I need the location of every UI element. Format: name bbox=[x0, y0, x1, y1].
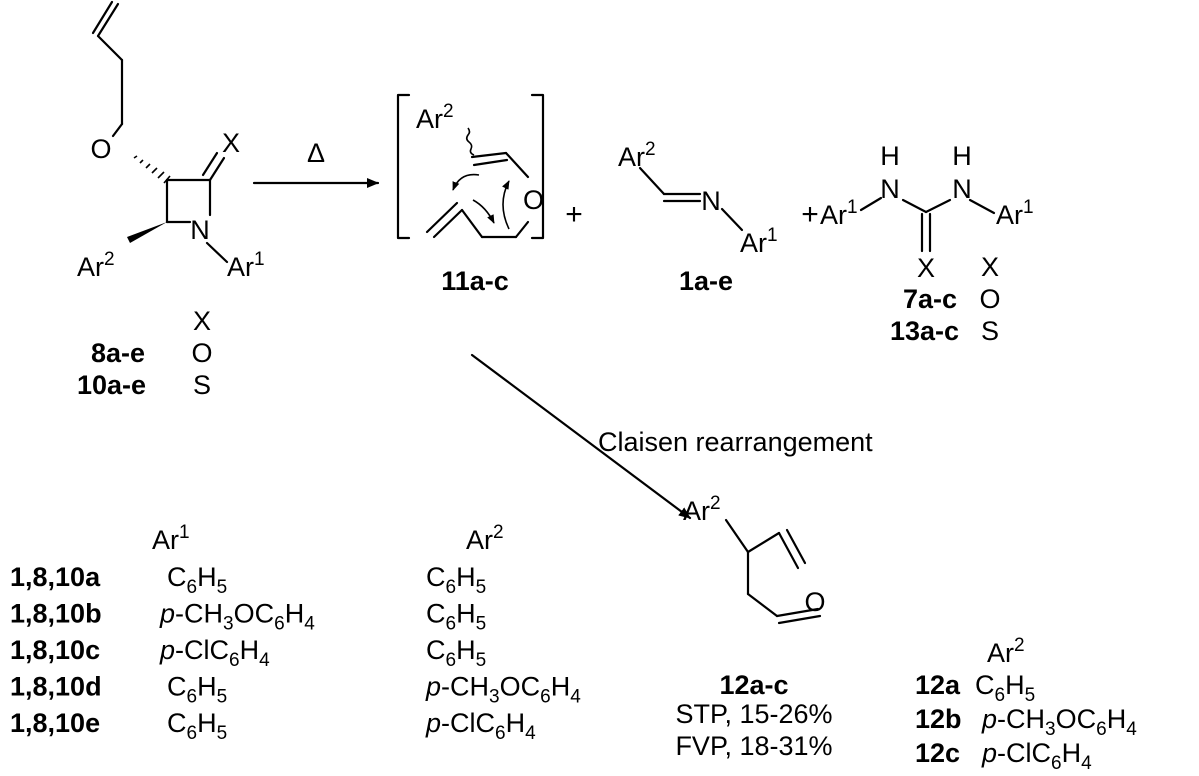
urea-x-label: X bbox=[917, 253, 935, 283]
compound-8-x-value: O bbox=[191, 338, 212, 368]
product-substituent-table: Ar2 12a C6H5 12b p-CH3OC6H4 12c p-ClC6H4 bbox=[915, 635, 1137, 774]
substituent-ar1-value: C6H5 bbox=[167, 562, 227, 598]
product-ar2-value: p-ClC6H4 bbox=[981, 738, 1092, 774]
substituent-ar1-value: C6H5 bbox=[167, 672, 227, 708]
substituent-ar2-value: p-ClC6H4 bbox=[425, 708, 536, 744]
compound-label-7a-c: 7a-c bbox=[903, 284, 957, 314]
claisen-label: Claisen rearrangement bbox=[598, 427, 873, 457]
plus-sign-1: + bbox=[565, 198, 583, 231]
compound-10-x-value: S bbox=[193, 370, 211, 400]
plus-sign-2: + bbox=[801, 198, 819, 231]
substituent-ar1-value: C6H5 bbox=[167, 708, 227, 744]
start-nitrogen-label: N bbox=[190, 215, 210, 245]
start-oxygen-label: O bbox=[90, 134, 111, 164]
urea-structure: H N H N X Ar1 Ar1 bbox=[820, 141, 1034, 283]
substituent-row-label: 1,8,10b bbox=[10, 599, 102, 629]
urea-table-header: X bbox=[981, 252, 999, 282]
compound-label-8a-e: 8a-e bbox=[91, 338, 145, 368]
compound-label-10a-e: 10a-e bbox=[77, 370, 146, 400]
substituent-ar1-value: p-CH3OC6H4 bbox=[159, 599, 315, 635]
intermediate-ar2-label: Ar2 bbox=[416, 101, 454, 134]
product-ar2-value: p-CH3OC6H4 bbox=[981, 704, 1137, 740]
imine-structure: Ar2 N Ar1 bbox=[618, 139, 778, 258]
urea-n-left: N bbox=[880, 174, 900, 204]
yield-fvp: FVP, 18-31% bbox=[675, 731, 832, 761]
start-ar2-label: Ar2 bbox=[77, 249, 115, 282]
start-x-label: X bbox=[222, 128, 240, 158]
product-row-label: 12b bbox=[915, 704, 962, 734]
claisen-arrow bbox=[470, 353, 692, 520]
substituent-ar2-value: C6H5 bbox=[426, 562, 486, 598]
start-table-header: X bbox=[193, 306, 211, 336]
intermediate-structure: Ar2 O bbox=[396, 93, 545, 240]
urea-ar1-left: Ar1 bbox=[820, 197, 858, 230]
substituent-ar2-value: C6H5 bbox=[426, 635, 486, 671]
substituent-row-label: 1,8,10d bbox=[10, 672, 102, 702]
product-ar2-label: Ar2 bbox=[683, 493, 721, 526]
compound-label-12a-c: 12a-c bbox=[719, 670, 788, 700]
urea-n-right: N bbox=[952, 174, 972, 204]
substituent-ar2-value: p-CH3OC6H4 bbox=[425, 672, 581, 708]
compound-13-x-value: S bbox=[981, 316, 999, 346]
substituent-row-label: 1,8,10e bbox=[10, 708, 100, 738]
substituent-row-label: 1,8,10a bbox=[10, 562, 101, 592]
starting-material-structure: O X N Ar1 Ar2 bbox=[77, 0, 265, 282]
imine-nitrogen-label: N bbox=[701, 186, 721, 216]
urea-h-left: H bbox=[880, 141, 900, 171]
substituent-ar2-value: C6H5 bbox=[426, 599, 486, 635]
substituent-ar1-value: p-ClC6H4 bbox=[159, 635, 270, 671]
substituent-row-label: 1,8,10c bbox=[10, 635, 100, 665]
substituent-header-ar1: Ar1 bbox=[152, 522, 190, 555]
compound-label-13a-c: 13a-c bbox=[890, 316, 959, 346]
intermediate-oxygen-label: O bbox=[523, 185, 544, 215]
compound-label-1a-e: 1a-e bbox=[679, 266, 733, 296]
product-row-label: 12a bbox=[915, 670, 961, 700]
imine-ar2-label: Ar2 bbox=[618, 139, 656, 172]
product-ar2-value: C6H5 bbox=[975, 670, 1035, 706]
imine-ar1-label: Ar1 bbox=[740, 225, 778, 258]
heat-symbol: Δ bbox=[307, 138, 325, 168]
start-compound-table: X 8a-e O 10a-e S bbox=[77, 306, 213, 400]
urea-h-right: H bbox=[952, 141, 972, 171]
start-ar1-label: Ar1 bbox=[227, 249, 265, 282]
substituent-header-ar2: Ar2 bbox=[466, 522, 504, 555]
urea-ar1-right: Ar1 bbox=[996, 197, 1034, 230]
yield-stp: STP, 15-26% bbox=[675, 699, 832, 729]
compound-label-11a-c: 11a-c bbox=[441, 266, 509, 296]
product-structure: Ar2 O bbox=[683, 493, 826, 625]
product-row-label: 12c bbox=[915, 738, 960, 768]
urea-compound-table: X 7a-c O 13a-c S bbox=[890, 252, 1001, 346]
product-table-header: Ar2 bbox=[987, 635, 1025, 668]
product-oxygen-label: O bbox=[804, 587, 825, 617]
compound-7-x-value: O bbox=[979, 284, 1000, 314]
